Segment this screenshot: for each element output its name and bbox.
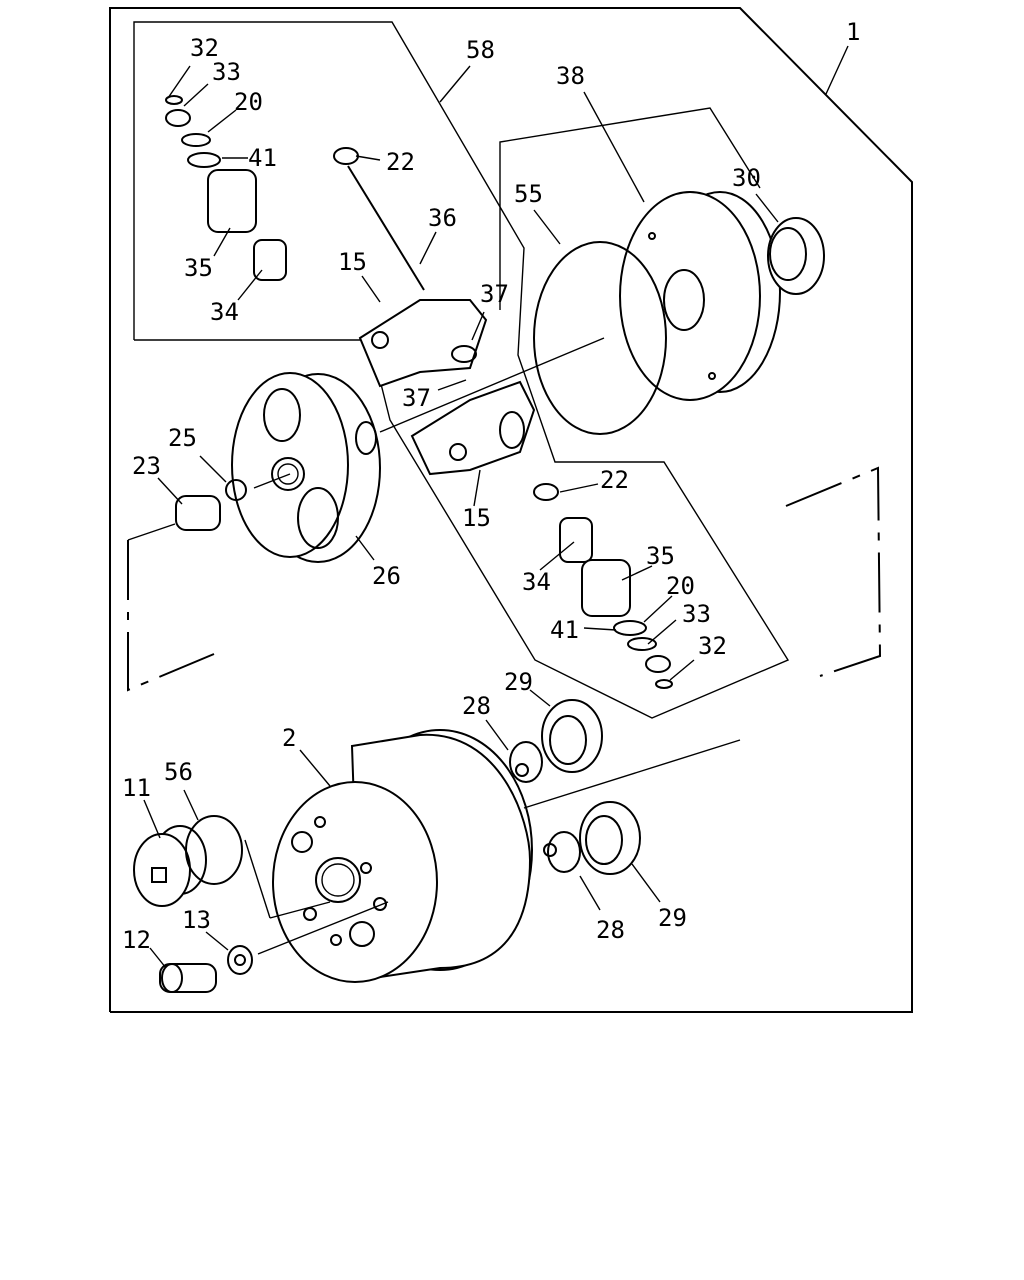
valve-group-dashed-frame <box>127 540 215 692</box>
label-29-upper: 29 <box>504 668 533 696</box>
seal-kit-frame <box>499 107 761 310</box>
spool-parts-upper <box>509 699 603 783</box>
spool-parts-lower <box>543 801 641 875</box>
small-washers-upper <box>165 95 359 168</box>
label-26: 26 <box>372 562 401 590</box>
label-35-lower: 35 <box>646 542 675 570</box>
label-15-upper: 15 <box>338 248 367 276</box>
valve-group-dashed-frame-right <box>785 466 882 677</box>
label-56: 56 <box>164 758 193 786</box>
label-41-upper: 41 <box>248 144 277 172</box>
label-32-upper: 32 <box>190 34 219 62</box>
small-washers-lower <box>533 483 673 689</box>
label-13: 13 <box>182 906 211 934</box>
label-15-lower: 15 <box>462 504 491 532</box>
cover-part <box>619 191 781 401</box>
label-22-lower: 22 <box>600 466 629 494</box>
label-30: 30 <box>732 164 761 192</box>
label-2: 2 <box>282 724 296 752</box>
end-plug-part <box>133 815 243 907</box>
bolt-part <box>159 945 253 993</box>
label-23: 23 <box>132 452 161 480</box>
assembly-frame <box>109 7 913 1013</box>
label-11: 11 <box>122 774 151 802</box>
label-36: 36 <box>428 204 457 232</box>
label-12: 12 <box>122 926 151 954</box>
label-22-upper: 22 <box>386 148 415 176</box>
label-34-upper: 34 <box>210 298 239 326</box>
plate-part <box>231 372 381 563</box>
center-axis-line <box>127 523 176 541</box>
label-58: 58 <box>466 36 495 64</box>
label-1: 1 <box>846 18 860 46</box>
o-ring-part <box>533 241 667 435</box>
label-29-lower: 29 <box>658 904 687 932</box>
upper-springs <box>207 169 287 281</box>
label-32-lower: 32 <box>698 632 727 660</box>
label-20-upper: 20 <box>234 88 263 116</box>
label-28-lower: 28 <box>596 916 625 944</box>
lower-springs <box>559 517 631 617</box>
label-37-lower: 37 <box>402 384 431 412</box>
subassembly-58-frame <box>133 21 790 719</box>
valve-block-upper <box>358 299 488 388</box>
valve-block-lower <box>410 380 536 476</box>
label-25: 25 <box>168 424 197 452</box>
leader-lines <box>143 45 849 969</box>
label-28-upper: 28 <box>462 692 491 720</box>
label-33-lower: 33 <box>682 600 711 628</box>
label-33-upper: 33 <box>212 58 241 86</box>
label-35-upper: 35 <box>184 254 213 282</box>
label-41-lower: 41 <box>550 616 579 644</box>
part-labels: 1 58 38 30 55 32 33 20 41 22 36 35 15 37… <box>122 18 860 954</box>
label-38: 38 <box>556 62 585 90</box>
label-20-lower: 20 <box>666 572 695 600</box>
label-55: 55 <box>514 180 543 208</box>
plug-part <box>175 479 247 531</box>
seal-part <box>767 217 825 295</box>
housing-part <box>272 729 533 983</box>
label-37-upper: 37 <box>480 280 509 308</box>
pin-part <box>347 165 425 291</box>
label-34-lower: 34 <box>522 568 551 596</box>
